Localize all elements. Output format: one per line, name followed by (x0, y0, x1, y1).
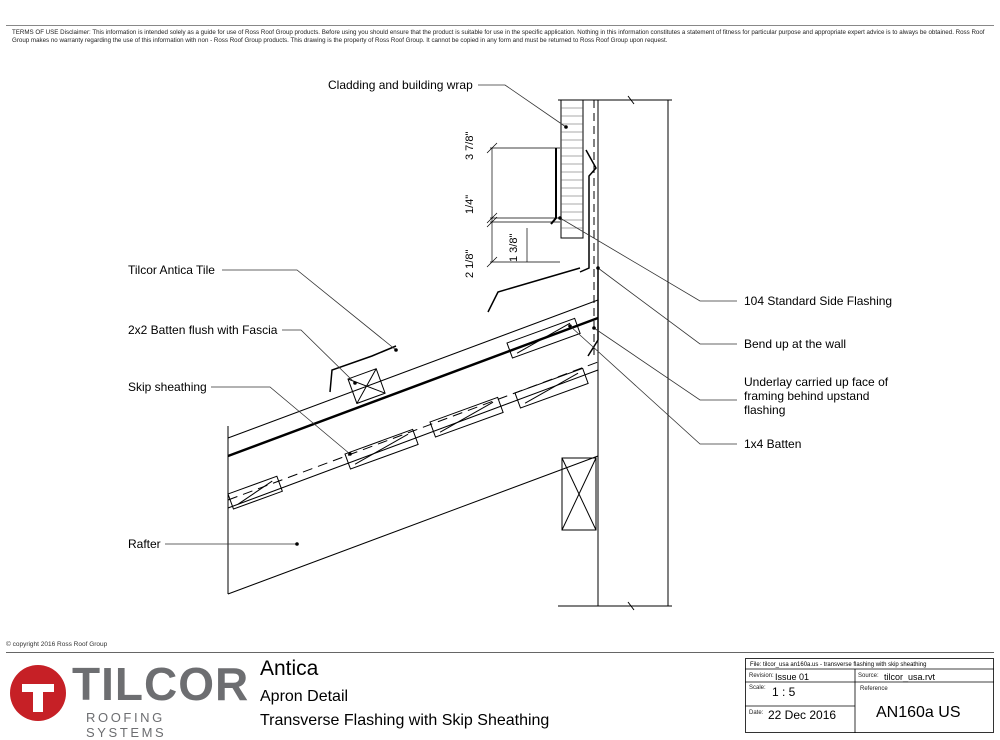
dimension-3-7-8: 3 7/8" (464, 131, 476, 160)
apron-detail-drawing (165, 84, 737, 611)
title-block (745, 658, 994, 733)
label-bend-up: Bend up at the wall (744, 337, 847, 351)
apron-flashing-kick (487, 267, 581, 313)
tilcor-logo-mark (10, 665, 66, 721)
tile-top-line (227, 299, 599, 439)
label-skip-sheathing: Skip sheathing (128, 380, 207, 394)
header-rule (6, 25, 994, 26)
date-value: 22 Dec 2016 (768, 708, 837, 722)
side-flashing-upstand (550, 148, 557, 225)
batten-2x2 (347, 368, 386, 405)
detail-subtitle: Transverse Flashing with Skip Sheathing (260, 712, 550, 729)
copyright-text: © copyright 2016 Ross Roof Group (6, 641, 108, 648)
label-side-flashing: 104 Standard Side Flashing (744, 294, 893, 308)
label-rafter: Rafter (128, 537, 161, 551)
logo-wordmark: TILCOR (72, 658, 250, 710)
terms-disclaimer: TERMS OF USE Disclaimer: This informatio… (12, 29, 985, 44)
logo-tagline: ROOFING SYSTEMS (86, 710, 167, 740)
cladding-board (560, 99, 584, 239)
dimension-1-4: 1/4" (464, 194, 476, 214)
label-underlay-3: flashing (744, 403, 786, 417)
label-antica-tile: Tilcor Antica Tile (128, 263, 215, 277)
reference-value: AN160a US (876, 704, 961, 721)
label-underlay-2: framing behind upstand (744, 389, 870, 403)
dimension-2-1-8: 2 1/8" (464, 249, 476, 278)
tilcor-logo: TILCOR ROOFING SYSTEMS (6, 658, 251, 740)
wall-ledger-block (561, 457, 597, 531)
label-cladding: Cladding and building wrap (328, 78, 473, 92)
revision-value: Issue 01 (775, 672, 810, 682)
detail-name: Apron Detail (260, 688, 349, 705)
product-name: Antica (260, 657, 319, 680)
date-key: Date: (749, 710, 764, 716)
footer-rule (6, 652, 994, 653)
label-underlay-1: Underlay carried up face of (744, 375, 889, 389)
scale-key: Scale: (749, 685, 766, 691)
source-value: tilcor_usa.rvt (884, 672, 936, 682)
label-batten-1x4: 1x4 Batten (744, 437, 802, 451)
reference-key: Reference (860, 686, 888, 692)
revision-key: Revision: (749, 673, 774, 679)
dimension-1-3-8: 1 3/8" (508, 233, 520, 262)
label-batten-2x2: 2x2 Batten flush with Fascia (128, 323, 278, 337)
source-key: Source: (858, 673, 879, 679)
antica-tile (227, 316, 599, 458)
scale-value: 1 : 5 (772, 685, 796, 699)
title-block-file: File: tilcor_usa an160a.us - transverse … (750, 662, 927, 668)
rafter-bottom (227, 455, 599, 595)
